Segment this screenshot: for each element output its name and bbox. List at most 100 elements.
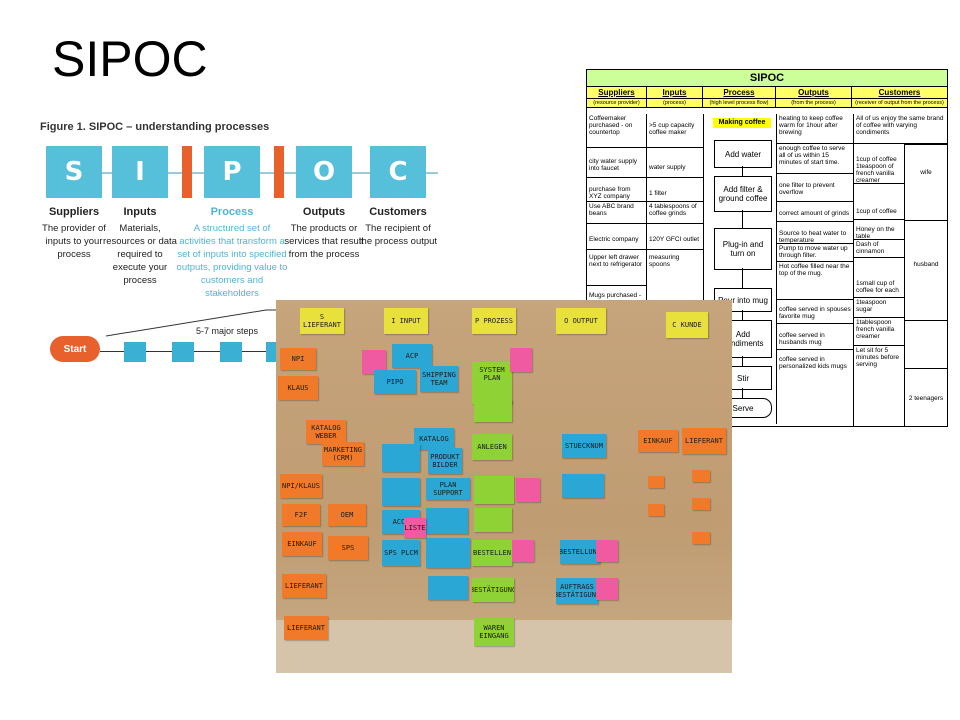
suppliers-column: Coffeemaker purchased - on countertop ci… — [587, 114, 647, 426]
table-cell: 120Y GFCI outlet — [647, 224, 703, 250]
sticky-note-pink — [596, 578, 618, 600]
step-box — [124, 342, 146, 362]
table-cell: Pump to move water up through filter. — [777, 244, 853, 262]
sticky-note — [692, 470, 710, 482]
table-cell: heating to keep coffee warm for 1hour af… — [777, 114, 853, 144]
table-cell: enough coffee to serve all of us within … — [777, 144, 853, 174]
sticky-note: KATALOG — [414, 428, 454, 450]
header-process: Process — [703, 87, 776, 98]
sticky-note: EINKAUF — [282, 532, 322, 556]
sticky-note-header: O OUTPUT — [556, 308, 606, 334]
table-cell: Coffeemaker purchased - on countertop — [587, 114, 646, 148]
table-cell: coffee served in spouses favorite mug — [777, 300, 853, 324]
header-suppliers: Suppliers — [587, 87, 647, 98]
table-cell: coffee served in husbands mug — [777, 324, 853, 350]
sticky-note: SHIPPING TEAM — [420, 366, 458, 392]
sticky-note: NPI — [280, 348, 316, 370]
sticky-note-pink — [512, 540, 534, 562]
table-cell: Dash of cinnamon — [854, 240, 904, 258]
sticky-note-header: S LIEFERANT — [300, 308, 344, 334]
sticky-note — [562, 474, 604, 498]
table-cell: correct amount of grinds — [777, 202, 853, 222]
letter-o-box: O — [296, 146, 352, 198]
outputs-column: heating to keep coffee warm for 1hour af… — [777, 114, 854, 426]
sticky-note: SYSTEM PLAN — [472, 362, 512, 386]
table-cell: 4 tablespoons of coffee grinds — [647, 202, 703, 224]
outputs-heading: Outputs — [302, 206, 346, 218]
sticky-note: MARKETING (CRM) — [322, 442, 364, 466]
header-customers: Customers — [852, 87, 947, 98]
orange-bar-right — [274, 146, 284, 198]
sticky-note-photo: S LIEFERANT I INPUT P PROZESS O OUTPUT C… — [276, 300, 732, 673]
sticky-note: KLAUS — [278, 376, 318, 400]
flow-arrow — [742, 388, 743, 398]
letter-s-box: S — [46, 146, 102, 198]
header-row: Suppliers Inputs Process Outputs Custome… — [587, 87, 947, 99]
sticky-note-pink — [596, 540, 618, 562]
subheader-suppliers: (resource provider) — [587, 99, 647, 107]
sticky-note: BESTÄTIGUNG — [472, 578, 514, 602]
table-cell: Source to heat water to temperature — [777, 222, 853, 244]
table-cell: Use ABC brand beans — [587, 202, 646, 224]
sticky-note: F2F — [282, 504, 320, 526]
sticky-note: LIEFERANT — [284, 616, 328, 640]
header-outputs: Outputs — [776, 87, 852, 98]
sticky-note — [382, 444, 420, 472]
sticky-note: LIEFERANT — [282, 574, 326, 598]
step-add-filter: Add filter & ground coffee — [714, 176, 772, 212]
step-add-water: Add water — [714, 140, 772, 168]
table-cell: Upper left drawer next to refrigerator — [587, 250, 646, 286]
sticky-note: LIEFERANT — [682, 428, 726, 454]
sticky-note: BESTELLUNG — [560, 540, 600, 564]
table-cell: Honey on the table — [854, 220, 904, 240]
sticky-note-pink: LISTE — [404, 518, 426, 538]
letter-p-box: P — [204, 146, 260, 198]
sticky-note — [692, 532, 710, 544]
table-cell: purchase from XYZ company — [587, 178, 646, 202]
table-cell: water supply — [647, 148, 703, 178]
letter-i-box: I — [112, 146, 168, 198]
sticky-note — [472, 386, 512, 404]
figure-caption: Figure 1. SIPOC – understanding processe… — [40, 121, 270, 133]
flow-arrow — [742, 166, 743, 176]
table-cell: one filter to prevent overflow — [777, 174, 853, 202]
sticky-note-header: C KUNDE — [666, 312, 708, 338]
sticky-note — [474, 400, 512, 422]
sipoc-figure: Figure 1. SIPOC – understanding processe… — [38, 118, 458, 378]
process-desc: A structured set of activities that tran… — [176, 223, 288, 299]
slide-title: SIPOC — [52, 31, 208, 87]
sticky-note: ACP — [392, 344, 432, 368]
table-cell: All of us enjoy the same brand of coffee… — [854, 114, 947, 144]
table-cell: Mugs purchased - — [589, 292, 642, 299]
customers-detail-column: All of us enjoy the same brand of coffee… — [854, 114, 947, 426]
suppliers-desc: The provider of inputs to your process — [42, 223, 106, 260]
sticky-note — [428, 576, 468, 600]
sipoc-table-title: SIPOC — [587, 70, 947, 87]
sticky-note: PLAN SUPPORT — [426, 478, 470, 500]
table-cell: Electric company — [587, 224, 646, 250]
table-cell: wife — [905, 145, 947, 221]
customers-column: wife husband 2 teenagers — [905, 114, 947, 426]
letter-c-box: C — [370, 146, 426, 198]
sticky-note-pink — [510, 348, 532, 372]
step-arrow — [100, 351, 300, 352]
table-cell: 1cup of coffee 1teaspoon of french vanil… — [854, 144, 904, 184]
table-cell: coffee served in personalized kids mugs — [779, 356, 847, 370]
flow-arrow — [742, 310, 743, 320]
sticky-note-pink — [516, 478, 540, 502]
sticky-note — [692, 498, 710, 510]
table-cell: city water supply into faucet — [587, 148, 646, 178]
sticky-note: OEM — [328, 504, 366, 526]
subheader-outputs: (from the process) — [776, 99, 852, 107]
sticky-note — [474, 508, 512, 532]
sticky-note — [382, 478, 420, 506]
step-box — [172, 342, 194, 362]
flow-arrow — [742, 268, 743, 288]
sticky-note: ANLEGEN — [472, 434, 512, 460]
customers-desc: The recipient of the process output — [358, 223, 438, 247]
major-steps-label: 5-7 major steps — [196, 326, 259, 336]
sticky-note-header: I INPUT — [384, 308, 428, 334]
table-cell: 1teaspoon sugar — [854, 298, 904, 318]
sticky-note: PIPO — [374, 370, 416, 394]
sticky-note — [648, 476, 664, 488]
